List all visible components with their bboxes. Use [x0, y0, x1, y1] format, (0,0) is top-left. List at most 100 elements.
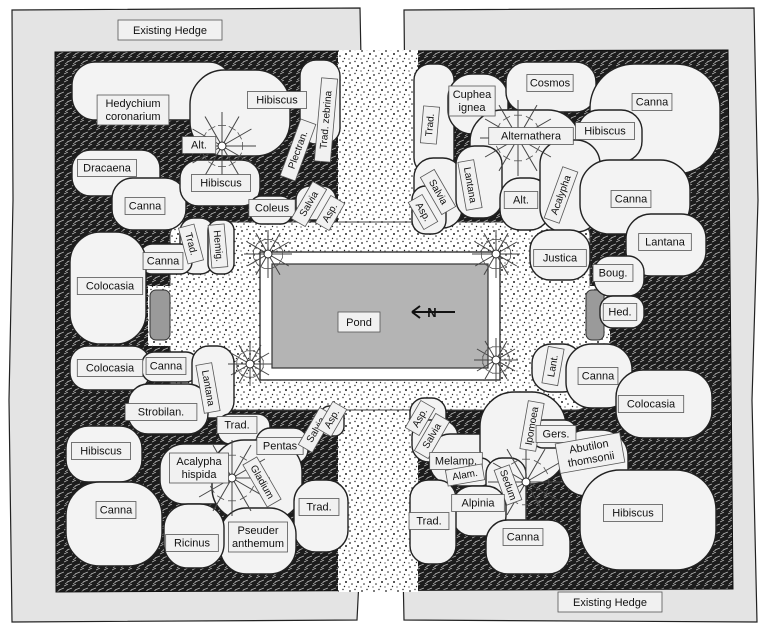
plant-label-text: Hedychium: [105, 98, 160, 110]
plant-label-trad-tr: Trad.: [419, 105, 441, 145]
plant-label-lant: Lant.: [541, 345, 565, 387]
plant-label-text: Alt.: [191, 140, 207, 152]
plant-label-text: Trad.: [224, 420, 249, 432]
plant-label-hed: Hed.: [602, 303, 638, 321]
plant-label-hibiscus-tl2: Hibiscus: [191, 174, 251, 192]
plant-bed: [293, 479, 349, 553]
plant-label-canna-tr2: Canna: [610, 190, 652, 208]
plant-label-colocasia-l1: Colocasia: [76, 277, 144, 295]
plant-label-justica: Justica: [533, 249, 587, 267]
plant-label-dracaena: Dracaena: [77, 159, 137, 177]
plant-label-text: Hibiscus: [584, 126, 626, 138]
plant-label-text: Coleus: [255, 203, 290, 215]
plant-label-text: Canna: [129, 201, 162, 213]
plant-label-text: Trad.: [306, 502, 331, 514]
plant-label-lantana-r: Lantana: [638, 233, 692, 251]
step-left: [149, 289, 171, 341]
plant-label-colocasia-l2: Colocasia: [76, 359, 144, 377]
plant-label-asp-tr: Asp.: [407, 193, 439, 231]
plant-label-alam: Alam.: [444, 463, 486, 487]
plant-label-hibiscus-tr: Hibiscus: [575, 122, 635, 140]
plant-label-asp-br: Asp.: [404, 399, 436, 437]
plant-label-boug: Boug.: [592, 264, 634, 282]
plant-label-lantana-l: Lantana: [195, 362, 221, 414]
pond-label: Pond: [337, 311, 381, 333]
plant-label-text: Colocasia: [627, 399, 676, 411]
plant-label-text: coronarium: [105, 111, 160, 123]
plant-label-text: Hed.: [608, 307, 631, 319]
plant-label-text: hispida: [182, 469, 218, 481]
plant-labels: HedychiumcoronariumHibiscusAlt.Plectran.…: [71, 74, 692, 553]
hedge-label-bottom: Existing Hedge: [557, 591, 663, 613]
plant-label-trad-bl2: Trad.: [298, 498, 340, 516]
plant-label-melamp: Melamp.: [429, 452, 483, 470]
hedge-label-text: Existing Hedge: [133, 25, 207, 37]
plant-label-text: Canna: [636, 97, 669, 109]
plant-label-colocasia-r: Colocasia: [617, 395, 685, 413]
plant-label-text: Alam.: [452, 468, 479, 483]
plant-label-text: Canna: [507, 532, 540, 544]
pond-label-text: Pond: [346, 317, 372, 329]
plant-label-text: Alt.: [513, 195, 529, 207]
plant-label-text: Hemig.: [211, 230, 225, 263]
plant-label-canna-l3: Canna: [145, 357, 187, 375]
plant-label-hibiscus-bl: Hibiscus: [71, 442, 131, 460]
plant-label-text: Trad. zebrina: [318, 90, 334, 150]
plant-label-text: Alternathera: [501, 131, 562, 143]
plant-label-text: Canna: [582, 371, 615, 383]
plant-label-coleus: Coleus: [248, 199, 296, 217]
plant-label-text: Trad.: [424, 113, 437, 137]
plant-label-text: anthemum: [232, 538, 284, 550]
plant-label-ricinus: Ricinus: [165, 534, 219, 552]
plant-label-hibiscus-tl: Hibiscus: [247, 91, 307, 109]
plant-label-pentas: Pentas: [256, 437, 304, 455]
plant-label-alpinia: Alpinia: [451, 494, 505, 512]
plant-label-text: Gers.: [543, 429, 570, 441]
plant-label-text: Ricinus: [174, 538, 211, 550]
plant-label-text: Lant.: [546, 354, 561, 378]
plant-bed: [65, 481, 163, 567]
svg-text:N: N: [427, 305, 436, 320]
plant-label-strobilan: Strobilan.: [124, 403, 198, 421]
north-arrow-icon: N: [411, 305, 455, 320]
plant-label-text: Hibiscus: [256, 95, 298, 107]
plant-label-text: Cuphea: [453, 89, 492, 101]
plant-label-text: Dracaena: [83, 163, 132, 175]
plant-label-text: Canna: [615, 194, 648, 206]
palm-icon: [244, 230, 292, 278]
plant-label-text: Colocasia: [86, 281, 135, 293]
plant-label-alt-tl: Alt.: [181, 136, 217, 154]
plant-label-text: Melamp.: [435, 456, 477, 468]
plant-label-trad-br: Trad.: [408, 512, 450, 530]
plant-label-canna-br: Canna: [502, 528, 544, 546]
plant-bed: [485, 519, 571, 575]
plant-label-text: Alpinia: [461, 498, 495, 510]
plant-label-trad-bl: Trad.: [216, 416, 258, 434]
plant-label-text: Canna: [150, 361, 183, 373]
plant-label-cosmos: Cosmos: [526, 74, 574, 92]
plant-label-text: Pentas: [263, 441, 298, 453]
plant-label-asp-bl: Asp.: [316, 400, 348, 438]
plant-label-hibiscus-br: Hibiscus: [603, 504, 663, 522]
plant-label-text: Justica: [543, 253, 578, 265]
plant-label-sedum: Sedum: [493, 464, 523, 506]
plant-label-text: Acalypha: [176, 456, 222, 468]
plant-label-hemig: Hemig.: [207, 223, 229, 269]
plant-label-canna-l2: Canna: [142, 252, 184, 270]
plant-label-text: Trad.: [416, 516, 441, 528]
plant-label-text: Canna: [147, 256, 180, 268]
plant-label-trad-tl: Trad.: [177, 223, 205, 265]
plant-label-text: Boug.: [599, 268, 628, 280]
plant-label-text: Hibiscus: [80, 446, 122, 458]
plant-label-canna-r: Canna: [577, 367, 619, 385]
plant-label-asp-tl: Asp.: [314, 194, 346, 232]
plant-label-text: ignea: [459, 102, 487, 114]
palm-icon: [472, 230, 520, 278]
plant-label-text: Colocasia: [86, 363, 135, 375]
plant-label-text: Hibiscus: [200, 178, 242, 190]
